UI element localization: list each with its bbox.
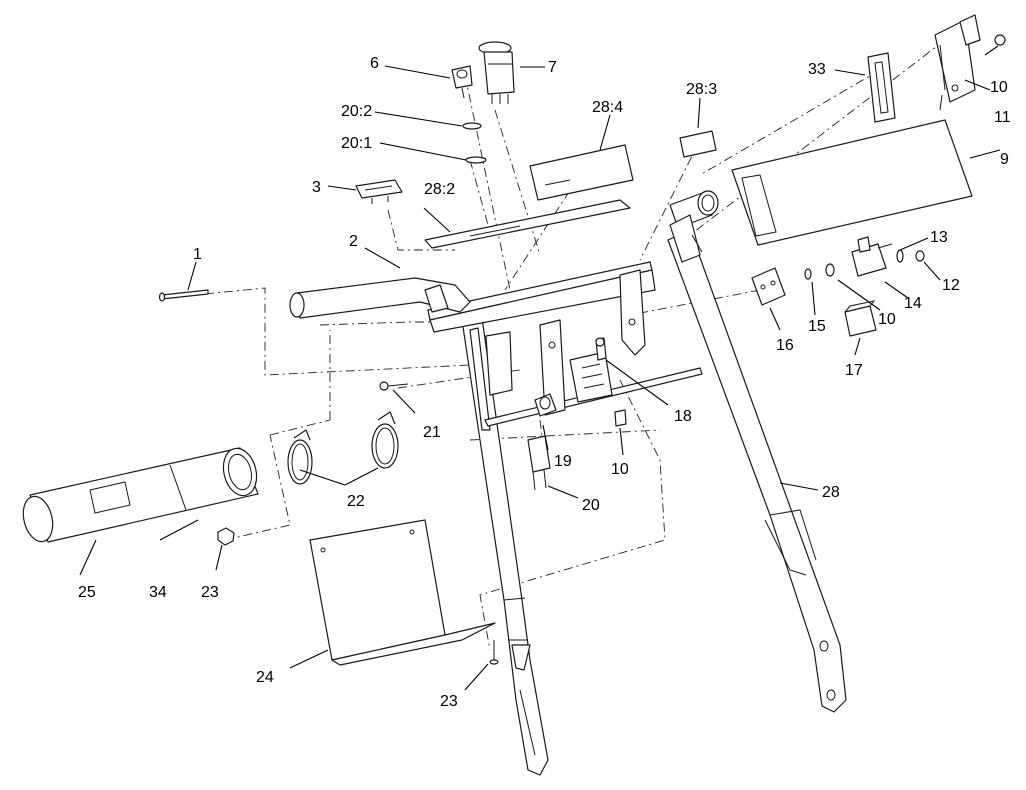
frame-cross-bracket xyxy=(427,261,656,431)
callout-28: 28 xyxy=(822,484,840,501)
part-33-slot-plate xyxy=(867,52,896,123)
callout-23-bottom: 23 xyxy=(440,693,458,710)
part-17-relay xyxy=(844,300,877,337)
handle-tube-part-2 xyxy=(289,277,471,319)
callout-20-2: 20:2 xyxy=(341,103,372,120)
part-22-clamps xyxy=(287,411,399,485)
panel-part-9 xyxy=(731,119,973,246)
callout-18: 18 xyxy=(674,408,692,425)
callout-10-top: 10 xyxy=(990,79,1008,96)
callout-15: 15 xyxy=(808,318,826,335)
callout-34: 34 xyxy=(149,584,167,601)
callout-25: 25 xyxy=(78,584,96,601)
nut-part-23-left xyxy=(217,527,235,546)
callout-6: 6 xyxy=(370,55,379,72)
callout-labels: 1 2 3 6 7 20:2 20:1 28:2 28:4 28:3 33 10… xyxy=(78,55,1011,710)
part-1-bolt xyxy=(158,289,209,302)
part-19-clip xyxy=(534,393,557,417)
callout-10-mid: 10 xyxy=(878,311,896,328)
leader-lines xyxy=(79,45,1001,691)
part-24-cover-plate xyxy=(309,519,496,666)
callout-7: 7 xyxy=(548,59,557,76)
washers-20 xyxy=(462,122,487,164)
callout-17: 17 xyxy=(845,362,863,379)
callout-10-center: 10 xyxy=(611,461,629,478)
part-18-bracket xyxy=(539,319,607,416)
callout-2: 2 xyxy=(349,233,358,250)
part-13-washer xyxy=(896,249,904,263)
callout-1: 1 xyxy=(193,246,202,263)
callout-9: 9 xyxy=(1000,151,1009,168)
part-12-screw xyxy=(915,250,925,262)
callout-33: 33 xyxy=(808,61,826,78)
callout-28-2: 28:2 xyxy=(424,181,455,198)
part-20-connector xyxy=(527,435,551,491)
assembly-lines xyxy=(204,39,946,651)
part-6-key xyxy=(451,65,473,99)
decal-28-4 xyxy=(529,144,634,201)
lower-cross-plate xyxy=(484,351,703,427)
callout-11: 11 xyxy=(994,109,1011,126)
callout-20: 20 xyxy=(582,497,600,514)
callout-3: 3 xyxy=(312,179,321,196)
callout-23-left: 23 xyxy=(201,584,219,601)
callout-21: 21 xyxy=(423,424,441,441)
callout-13: 13 xyxy=(930,229,948,246)
part-16-bracket xyxy=(751,267,786,306)
callout-19: 19 xyxy=(554,453,572,470)
part-11-switch-housing xyxy=(934,14,981,111)
callout-14: 14 xyxy=(904,295,922,312)
callout-28-3: 28:3 xyxy=(686,81,717,98)
callout-22: 22 xyxy=(347,493,365,510)
frame-tube-left xyxy=(461,317,549,776)
callout-12: 12 xyxy=(942,277,960,294)
callout-16: 16 xyxy=(776,337,794,354)
part-3-bracket xyxy=(355,179,403,204)
part-21-screw xyxy=(379,381,409,391)
callout-28-4: 28:4 xyxy=(592,99,623,116)
part-25-34-tube xyxy=(22,447,259,543)
part-15-washer xyxy=(804,268,812,280)
callout-24: 24 xyxy=(256,669,274,686)
decal-plate-28-2 xyxy=(424,199,631,249)
nut-part-10-mid xyxy=(825,263,835,277)
part-14-switch xyxy=(851,236,893,277)
screw-part-23-bottom xyxy=(489,640,499,665)
decal-28-3 xyxy=(679,130,717,158)
part-7-ignition-switch xyxy=(478,41,515,104)
callout-20-1: 20:1 xyxy=(341,135,372,152)
frame-tube-right xyxy=(667,190,847,713)
nut-part-10-center xyxy=(614,409,627,427)
nut-part-10-top xyxy=(994,34,1006,46)
